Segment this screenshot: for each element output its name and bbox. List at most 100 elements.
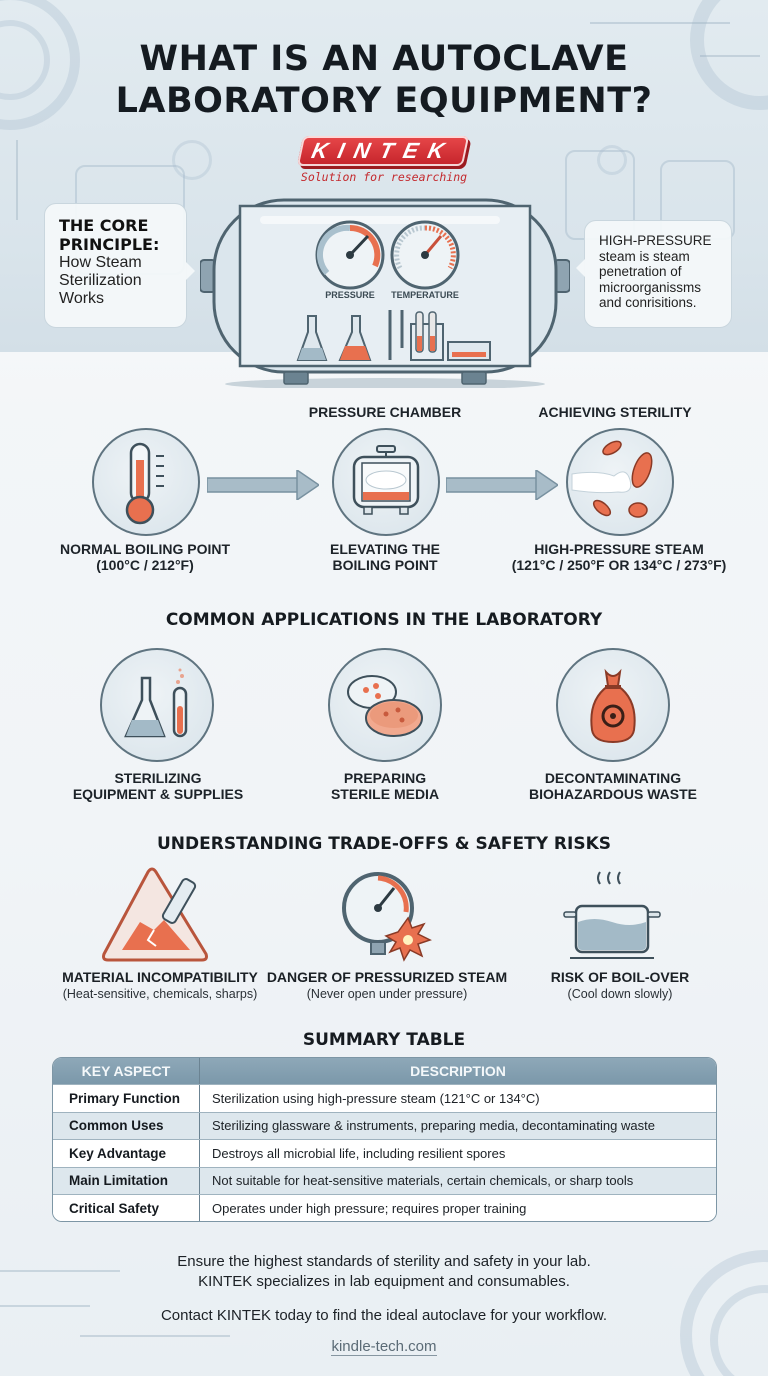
- application-caption-line: BIOHAZARDOUS WASTE: [529, 786, 697, 802]
- callout-subtext: Works: [59, 290, 105, 307]
- step-caption-boiling-point: NORMAL BOILING POINT (100°C / 212°F): [50, 541, 240, 573]
- application-caption-line: STERILIZING: [114, 770, 202, 786]
- decorative-line: [590, 22, 730, 24]
- website-link-container: kindle-tech.com: [0, 1338, 768, 1356]
- callout-text: microorganissms: [599, 279, 702, 295]
- table-cell-aspect: Common Uses: [53, 1112, 200, 1139]
- application-caption-line: PREPARING: [343, 770, 427, 786]
- risk-subtitle-material: (Heat-sensitive, chemicals, sharps): [62, 987, 258, 1001]
- table-cell-description: Sterilizing glassware & instruments, pre…: [212, 1118, 655, 1134]
- application-caption-waste: DECONTAMINATING BIOHAZARDOUS WASTE: [508, 770, 718, 802]
- core-principle-callout: THE CORE PRINCIPLE: How Steam Sterilizat…: [44, 203, 195, 328]
- page-title-line1: WHAT IS AN AUTOCLAVE: [139, 39, 629, 79]
- decorative-line: [0, 1270, 120, 1272]
- application-caption-media: PREPARING STERILE MEDIA: [290, 770, 480, 802]
- boiling-pot-icon: [563, 871, 661, 959]
- step-caption-line: ELEVATING THE: [330, 541, 440, 557]
- page-title: WHAT IS AN AUTOCLAVE LABORATORY EQUIPMEN…: [0, 38, 768, 122]
- autoclave-illustration: PRESSURE TEMPERATURE: [199, 198, 571, 390]
- callout-subtext: Sterilization: [59, 272, 142, 289]
- column-header-description: DESCRIPTION: [410, 1063, 506, 1079]
- risk-subtitle-pressurized-steam: (Never open under pressure): [306, 987, 468, 1001]
- decorative-gauge: [597, 145, 627, 175]
- risk-title-boil-over: RISK OF BOIL-OVER: [550, 969, 690, 985]
- decorative-ring: [0, 20, 50, 100]
- step-caption-line: HIGH-PRESSURE STEAM: [534, 541, 704, 557]
- autoclave-icon: PRESSURE TEMPERATURE: [199, 198, 571, 390]
- callout-heading: THE CORE: [59, 216, 149, 235]
- page-title-line2: LABORATORY EQUIPMENT?: [115, 81, 653, 121]
- biohazard-bag-icon: [590, 668, 636, 744]
- table-cell-description: Operates under high pressure; requires p…: [212, 1200, 527, 1216]
- callout-text: HIGH-PRESSURE: [599, 233, 712, 248]
- summary-table: KEY ASPECT DESCRIPTION Primary Function …: [52, 1057, 717, 1222]
- step-circle-sterility: [566, 428, 674, 536]
- application-caption-equipment: STERILIZING EQUIPMENT & SUPPLIES: [60, 770, 256, 802]
- table-cell-aspect: Main Limitation: [53, 1167, 200, 1194]
- risk-subtitle-boil-over: (Cool down slowly): [567, 987, 673, 1001]
- callout-subtext: How Steam: [59, 254, 142, 271]
- step-caption-line: NORMAL BOILING POINT: [59, 541, 231, 557]
- table-header-row: KEY ASPECT DESCRIPTION: [53, 1058, 716, 1084]
- table-body: Primary Function Sterilization using hig…: [53, 1084, 716, 1221]
- steam-bacteria-icon: [571, 440, 653, 518]
- brand-name: KINTEK: [309, 138, 457, 163]
- applications-heading: COMMON APPLICATIONS IN THE LABORATORY: [165, 610, 603, 630]
- table-cell-aspect: Primary Function: [53, 1085, 200, 1112]
- table-row: Main Limitation Not suitable for heat-se…: [53, 1166, 716, 1194]
- table-row: Common Uses Sterilizing glassware & inst…: [53, 1111, 716, 1139]
- step-circle-pressure-chamber: [332, 428, 440, 536]
- website-link[interactable]: kindle-tech.com: [331, 1338, 437, 1356]
- step-caption-high-pressure-steam: HIGH-PRESSURE STEAM (121°C / 250°F OR 13…: [490, 541, 748, 573]
- decorative-line: [80, 1335, 230, 1337]
- footer-text-line2: KINTEK specializes in lab equipment and …: [198, 1273, 570, 1290]
- footer-cta: Contact KINTEK today to find the ideal a…: [160, 1307, 608, 1324]
- callout-heading: PRINCIPLE:: [59, 235, 160, 254]
- thermometer-icon: [125, 442, 164, 525]
- kintek-logo: KINTEK: [296, 136, 470, 166]
- high-pressure-callout: HIGH-PRESSURE steam is steam penetration…: [576, 220, 732, 328]
- column-header-key-aspect: KEY ASPECT: [53, 1058, 200, 1084]
- step-caption-line: BOILING POINT: [332, 557, 438, 573]
- temperature-gauge-label: TEMPERATURE: [391, 290, 459, 300]
- step-top-label-achieving-sterility: ACHIEVING STERILITY: [538, 404, 692, 420]
- table-row: Primary Function Sterilization using hig…: [53, 1084, 716, 1112]
- footer-text-line1: Ensure the highest standards of sterilit…: [177, 1253, 591, 1270]
- callout-text: and conrisitions.: [599, 295, 697, 310]
- application-caption-line: EQUIPMENT & SUPPLIES: [72, 786, 244, 802]
- application-caption-line: STERILE MEDIA: [330, 786, 440, 802]
- callout-text: penetration of: [599, 264, 682, 279]
- arrow-right-icon: [446, 470, 558, 500]
- callout-text: steam is steam: [599, 248, 690, 264]
- pressure-gauge-burst-icon: [342, 872, 432, 962]
- decorative-ring: [172, 140, 212, 180]
- table-cell-aspect: Critical Safety: [53, 1195, 200, 1221]
- pressure-gauge-label: PRESSURE: [325, 290, 375, 300]
- step-top-label-pressure-chamber: PRESSURE CHAMBER: [308, 404, 462, 420]
- decorative-line: [16, 140, 18, 220]
- risks-heading: UNDERSTANDING TRADE-OFFS & SAFETY RISKS: [156, 834, 612, 854]
- summary-table-heading: SUMMARY TABLE: [302, 1030, 466, 1050]
- table-cell-description: Not suitable for heat-sensitive material…: [212, 1173, 634, 1189]
- table-row: Key Advantage Destroys all microbial lif…: [53, 1139, 716, 1167]
- pressure-chamber-icon: [352, 445, 420, 515]
- step-caption-elevating: ELEVATING THE BOILING POINT: [300, 541, 470, 573]
- table-cell-description: Sterilization using high-pressure steam …: [212, 1090, 540, 1106]
- petri-dish-icon: [347, 675, 423, 737]
- table-cell-description: Destroys all microbial life, including r…: [212, 1145, 506, 1161]
- warning-broken-glass-icon: [102, 867, 208, 962]
- decorative-line: [700, 55, 760, 57]
- step-circle-boiling-point: [92, 428, 200, 536]
- decorative-line: [0, 1305, 90, 1307]
- application-circle-media: [328, 648, 442, 762]
- application-circle-equipment: [100, 648, 214, 762]
- step-caption-line: (121°C / 250°F OR 134°C / 273°F): [511, 557, 727, 573]
- table-row: Critical Safety Operates under high pres…: [53, 1194, 716, 1221]
- risk-title-material: MATERIAL INCOMPATIBILITY: [62, 969, 258, 985]
- table-cell-aspect: Key Advantage: [53, 1140, 200, 1167]
- application-caption-line: DECONTAMINATING: [544, 770, 682, 786]
- step-caption-line: (100°C / 212°F): [96, 557, 194, 573]
- arrow-right-icon: [207, 470, 319, 500]
- application-circle-waste: [556, 648, 670, 762]
- flask-test-tube-icon: [124, 668, 188, 738]
